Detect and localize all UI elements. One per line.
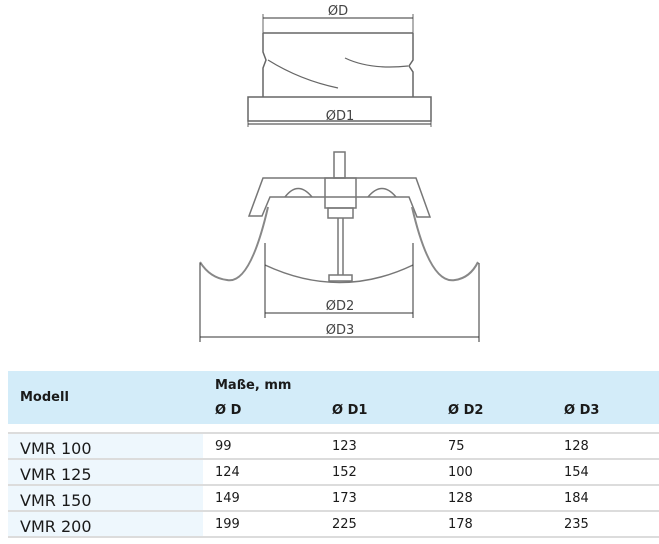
cell-d3: 235 [564,517,589,532]
cell-d: 199 [215,517,240,532]
dim-label-d2: ØD2 [326,299,355,314]
drawing-top-side-view [247,14,432,127]
dim-label-d: ØD [328,4,348,19]
cell-d3: 184 [564,491,589,506]
cell-d2: 128 [448,491,473,506]
dim-label-d3: ØD3 [326,323,355,338]
header-col-d2: Ø D2 [448,403,484,418]
header-model: Modell [20,390,69,405]
dim-label-d1: ØD1 [326,109,355,124]
cell-d3: 128 [564,439,589,454]
dimensions-table: Modell Maße, mm Ø D Ø D1 Ø D2 Ø D3 VMR 1… [8,371,659,538]
table-row: VMR 100 99 123 75 128 [8,432,659,458]
cell-d: 99 [215,439,232,454]
cell-model: VMR 200 [20,517,92,536]
table-header: Modell Maße, mm Ø D Ø D1 Ø D2 Ø D3 [8,371,659,424]
cell-model: VMR 100 [20,439,92,458]
header-col-d3: Ø D3 [564,403,600,418]
cell-model: VMR 150 [20,491,92,510]
table-row: VMR 200 199 225 178 235 [8,510,659,538]
drawing-bottom-front-view [199,151,480,342]
cell-d1: 123 [332,439,357,454]
technical-drawing: ØD ØD1 ØD2 ØD3 [199,4,480,342]
cell-d: 124 [215,465,240,480]
cell-d1: 225 [332,517,357,532]
table-row: VMR 125 124 152 100 154 [8,458,659,484]
cell-d1: 173 [332,491,357,506]
cell-d3: 154 [564,465,589,480]
cell-d2: 178 [448,517,473,532]
cell-model: VMR 125 [20,465,92,484]
cell-d: 149 [215,491,240,506]
header-group-dimensions: Maße, mm [215,378,292,393]
header-col-d1: Ø D1 [332,403,368,418]
cell-d1: 152 [332,465,357,480]
header-col-d: Ø D [215,403,242,418]
cell-d2: 100 [448,465,473,480]
cell-d2: 75 [448,439,465,454]
table-row: VMR 150 149 173 128 184 [8,484,659,510]
